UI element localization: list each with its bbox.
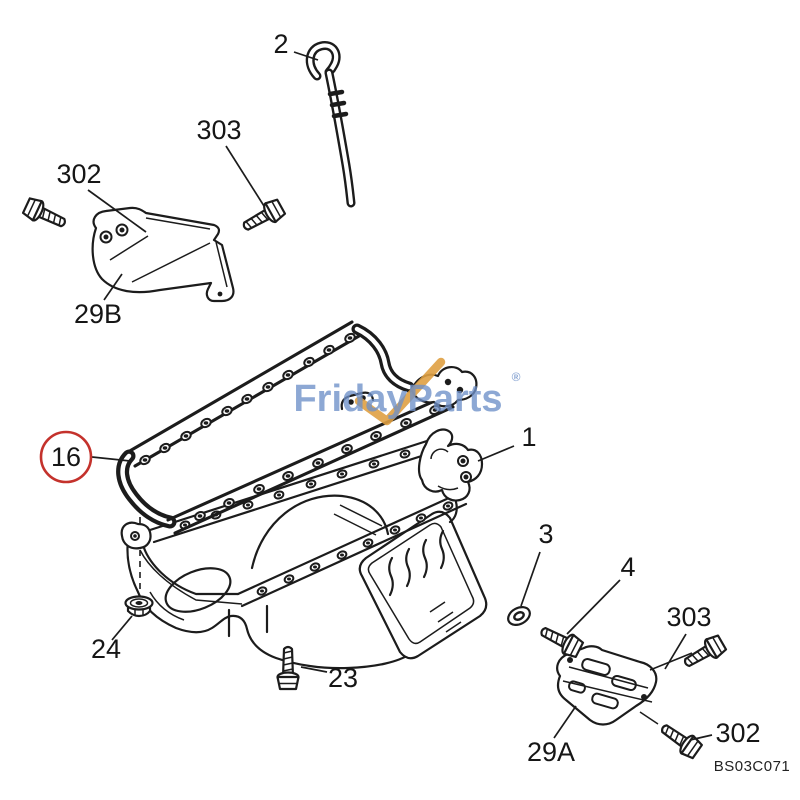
oil-pan-gasket [116,320,478,535]
callout-29b: 29B [74,299,122,329]
washer-3 [507,606,531,626]
gasket-rear-bolt-holes [139,332,356,466]
callout-24: 24 [91,634,121,664]
callout-16: 16 [51,442,81,472]
bracket-29a [556,645,693,726]
watermark-text: FridayParts [293,378,502,420]
gasket-front-bolt-holes [194,404,441,522]
callout-302-bottom: 302 [715,718,760,748]
callout-3: 3 [538,519,553,549]
bolt-axis-line [639,652,693,725]
drain-plug-24 [124,595,154,618]
bolt-4 [536,620,586,661]
leader-lines [87,51,713,741]
bolt-302-top [20,195,71,235]
callout-4: 4 [620,552,635,582]
bolt-302-bottom [655,717,705,762]
dipstick [305,41,356,208]
callout-23: 23 [328,663,358,693]
watermark: FridayParts ® [293,357,521,426]
oil-pan-ribbed-end [358,510,488,660]
watermark-check-icon [354,357,446,426]
callout-29a: 29A [527,737,575,767]
rim-front-bolt-holes [256,501,454,596]
callout-2: 2 [273,29,288,59]
bracket-29b [91,206,235,303]
callout-1: 1 [521,422,536,452]
bolt-23 [276,645,300,691]
watermark-registered-mark: ® [512,370,521,384]
callout-303-top: 303 [196,115,241,145]
highlight-circle-16 [39,430,93,484]
callout-302-top: 302 [56,159,101,189]
oil-pan-right-end [417,428,484,524]
drawing-code: BS03C071 [714,758,791,775]
rim-rear-bolt-holes [179,449,411,530]
callout-labels: 2 303 302 29B 16 1 3 4 303 302 29A 24 23 [39,29,761,767]
callout-303-bottom: 303 [666,602,711,632]
bolt-303-bottom [679,632,729,674]
